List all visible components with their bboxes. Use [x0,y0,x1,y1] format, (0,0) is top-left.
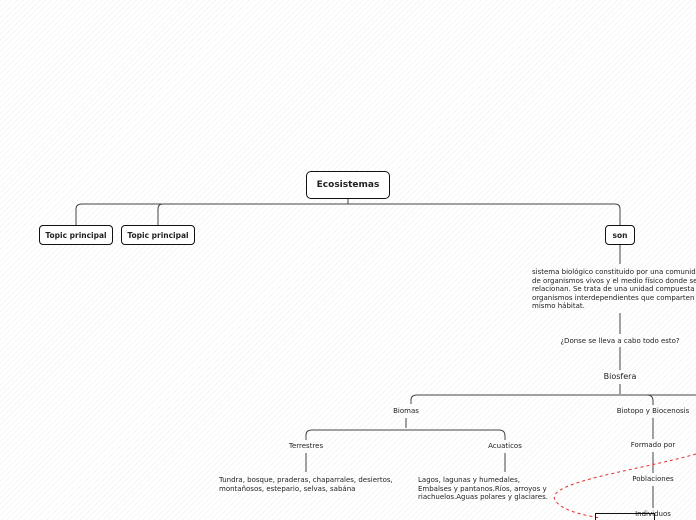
connector-biotopo [646,394,654,405]
connector-biomas-split [305,429,506,440]
topic-label: Topic principal [45,230,107,240]
definition-line: relacionan. Se trata de una unidad compu… [532,285,695,294]
root-topic-ecosistemas[interactable]: Ecosistemas [306,171,390,199]
detail-line: Lagos, lagunas y humedales, [418,476,520,484]
biosfera-subtopic[interactable]: Biosfera [603,372,637,381]
topic-principal-1[interactable]: Topic principal [39,225,113,245]
definition-line: sistema biológico constituido por una co… [532,268,696,276]
biomas-subtopic[interactable]: Biomas [393,407,419,415]
poblaciones-subtopic[interactable]: Poblaciones [632,475,674,483]
detail-line: Tundra, bosque, praderas, chaparrales, d… [219,476,393,484]
connector-biosfera-split [410,394,696,404]
dashed-relation-line [553,453,696,519]
topic-principal-2[interactable]: Topic principal [121,225,195,245]
detail-line: montañosos, estepario, selvas, sabána [219,484,356,493]
definition-line: de organismos vivos y el medio físico do… [532,276,696,285]
connector-topic-2 [157,203,164,225]
acuaticos-detail[interactable]: Lagos, lagunas y humedales, Embalses y p… [418,476,548,502]
root-topic-label: Ecosistemas [316,180,380,190]
biotopo-subtopic[interactable]: Biotopo y Biocenosis [616,407,690,415]
individuos-subtopic[interactable]: Individuos [635,510,671,518]
connector-branch-bar [82,203,621,225]
definition-line: organismos interdependientes que compart… [532,293,695,302]
topic-son[interactable]: son [605,225,635,245]
terrestres-subtopic[interactable]: Terrestres [288,442,324,450]
acuaticos-subtopic[interactable]: Acuaticos [488,442,522,450]
topic-label: Topic principal [127,230,189,240]
topic-label: son [612,230,628,240]
definition-line: mismo hábitat. [532,302,585,311]
terrestres-detail[interactable]: Tundra, bosque, praderas, chaparrales, d… [219,476,393,493]
ecosystem-definition[interactable]: sistema biológico constituido por una co… [532,268,696,311]
detail-line: Embalses y pantanos.Ríos, arroyos y [418,484,547,493]
connector-topic-1 [75,203,83,225]
detail-line: riachuelos.Aguas polares y glaciares. [418,493,548,502]
offscreen-topic-box[interactable] [595,513,655,520]
formado-por-subtopic[interactable]: Formado por [630,441,676,449]
question-subtopic[interactable]: ¿Donse se lleva a cabo todo esto? [560,337,680,345]
